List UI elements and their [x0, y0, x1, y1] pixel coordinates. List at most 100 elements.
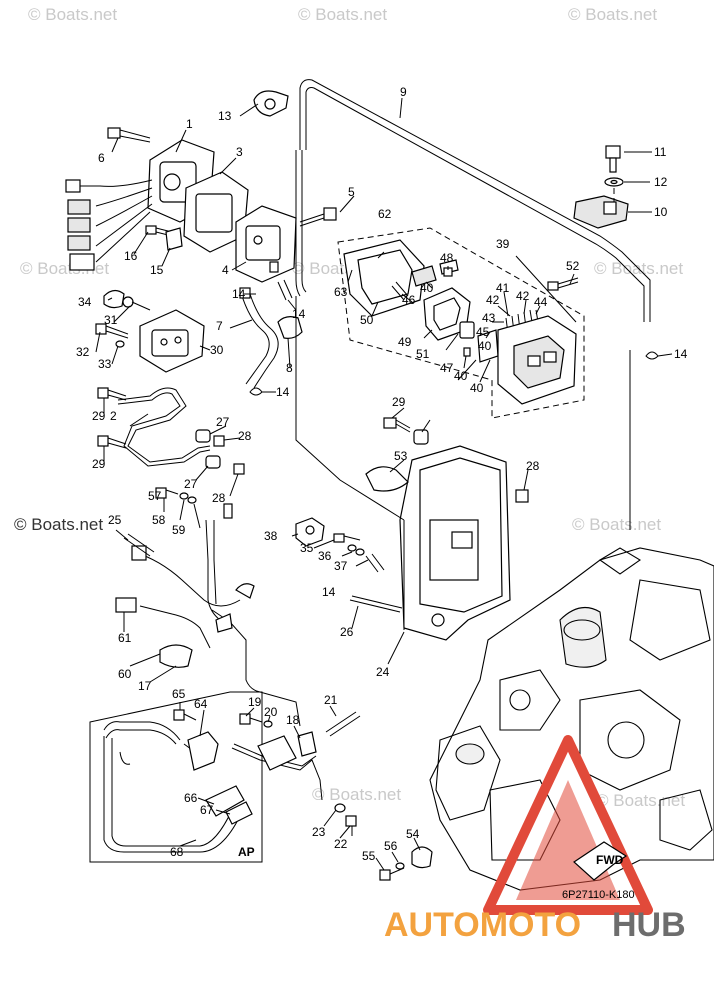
callout-label: 7	[216, 319, 223, 333]
callout-label: 38	[264, 529, 278, 543]
grommet-27-a	[195, 429, 211, 443]
callout-label: 16	[124, 249, 138, 263]
callout-label: 22	[334, 837, 348, 851]
callout-label: 4	[222, 263, 229, 277]
clip-14-lower	[249, 387, 263, 396]
site-logo: AUTOMOTO HUB	[384, 906, 686, 944]
diagram-code: 6P27110-K180	[562, 889, 635, 901]
callout-label: 28	[212, 491, 226, 505]
watermark: © Boats.net	[298, 5, 387, 24]
washer-33	[115, 340, 125, 348]
callout-label: 33	[98, 357, 112, 371]
ap-label: AP	[238, 845, 255, 859]
callout-label: 39	[496, 237, 510, 251]
clip-15	[165, 227, 183, 251]
bolt-5	[299, 207, 337, 227]
callout-label: 14	[276, 385, 290, 399]
callout-label: 18	[286, 713, 300, 727]
callout-label: 12	[654, 175, 668, 189]
callout-label: 37	[334, 559, 348, 573]
callout-label: 20	[264, 705, 278, 719]
callout-label: 65	[172, 687, 186, 701]
watermark: © Boats.net	[28, 5, 117, 24]
logo-text-automoto: AUTOMOTO	[384, 906, 581, 944]
ap-box	[89, 691, 263, 863]
callout-label: 3	[236, 145, 243, 159]
callout-label: 43	[482, 311, 496, 325]
callout-label: 15	[150, 263, 164, 277]
callout-label: 25	[108, 513, 122, 527]
callout-label: 31	[104, 313, 118, 327]
callout-label: 62	[378, 207, 392, 221]
callout-label: 26	[340, 625, 354, 639]
callout-label: 45	[476, 325, 490, 339]
hose-9	[295, 79, 651, 322]
terminal-34	[103, 289, 125, 309]
callout-label: 14	[322, 585, 336, 599]
relay-64	[187, 731, 219, 771]
washer-36	[347, 544, 365, 556]
callout-label: 27	[184, 477, 198, 491]
callout-label: 40	[454, 369, 468, 383]
bolt-32	[95, 323, 129, 339]
watermark: © Boats.net	[312, 785, 401, 804]
callout-label: 29	[92, 409, 106, 423]
hose-end-14a	[239, 261, 293, 301]
callout-label: 11	[654, 145, 667, 159]
callout-label: 42	[486, 293, 500, 307]
callout-label: 58	[152, 513, 166, 527]
cover-62	[343, 239, 425, 317]
callout-label: 60	[118, 667, 132, 681]
grommet-27-c	[413, 429, 429, 445]
bolt-29-b	[97, 435, 127, 449]
callout-label: 19	[248, 695, 262, 709]
clamp-54	[411, 846, 433, 869]
callout-label: 44	[534, 295, 548, 309]
callout-label: 47	[440, 361, 454, 375]
callout-label: 49	[398, 335, 412, 349]
callout-label: 61	[118, 631, 132, 645]
collar-28-c	[515, 489, 529, 503]
watermark: © Boats.net	[568, 5, 657, 24]
band-26	[349, 595, 403, 613]
grommet-53	[365, 466, 409, 492]
callout-label: 17	[138, 679, 152, 693]
callout-label: 67	[200, 803, 214, 817]
callout-label: 27	[216, 415, 230, 429]
screw-37	[365, 553, 385, 573]
callout-label: 2	[110, 409, 117, 423]
callout-label: 34	[78, 295, 92, 309]
bolt-52	[547, 277, 579, 291]
logo-text-hub: HUB	[612, 906, 686, 944]
washer-56	[395, 862, 405, 870]
callout-label: 50	[360, 313, 374, 327]
callout-label: 28	[238, 429, 252, 443]
bolt-6	[107, 127, 151, 143]
holder-49	[423, 287, 471, 341]
connector-25	[123, 533, 155, 557]
washer-12	[604, 177, 624, 187]
watermark: © Boats.net	[572, 515, 661, 534]
washer-23	[334, 803, 346, 813]
callout-label: 30	[210, 343, 224, 357]
bolt-65	[173, 709, 197, 721]
callout-label: 9	[400, 85, 407, 99]
callout-label: 66	[184, 791, 198, 805]
callout-label: 48	[440, 251, 454, 265]
clip-14-right	[645, 351, 659, 360]
collar-28-b	[233, 463, 245, 475]
relay-30	[139, 309, 205, 373]
clamp-13	[253, 90, 289, 117]
hose-7	[241, 293, 279, 389]
callout-label: 1	[186, 117, 193, 131]
hose-9-lower	[295, 296, 405, 521]
bolt-29-c	[383, 417, 411, 433]
callout-label: 23	[312, 825, 326, 839]
bolt-35	[333, 533, 361, 543]
callout-label: 68	[170, 845, 184, 859]
callout-label: 13	[218, 109, 232, 123]
engine-block	[429, 547, 714, 891]
logo-mark	[483, 735, 653, 915]
cable-2	[117, 387, 211, 467]
